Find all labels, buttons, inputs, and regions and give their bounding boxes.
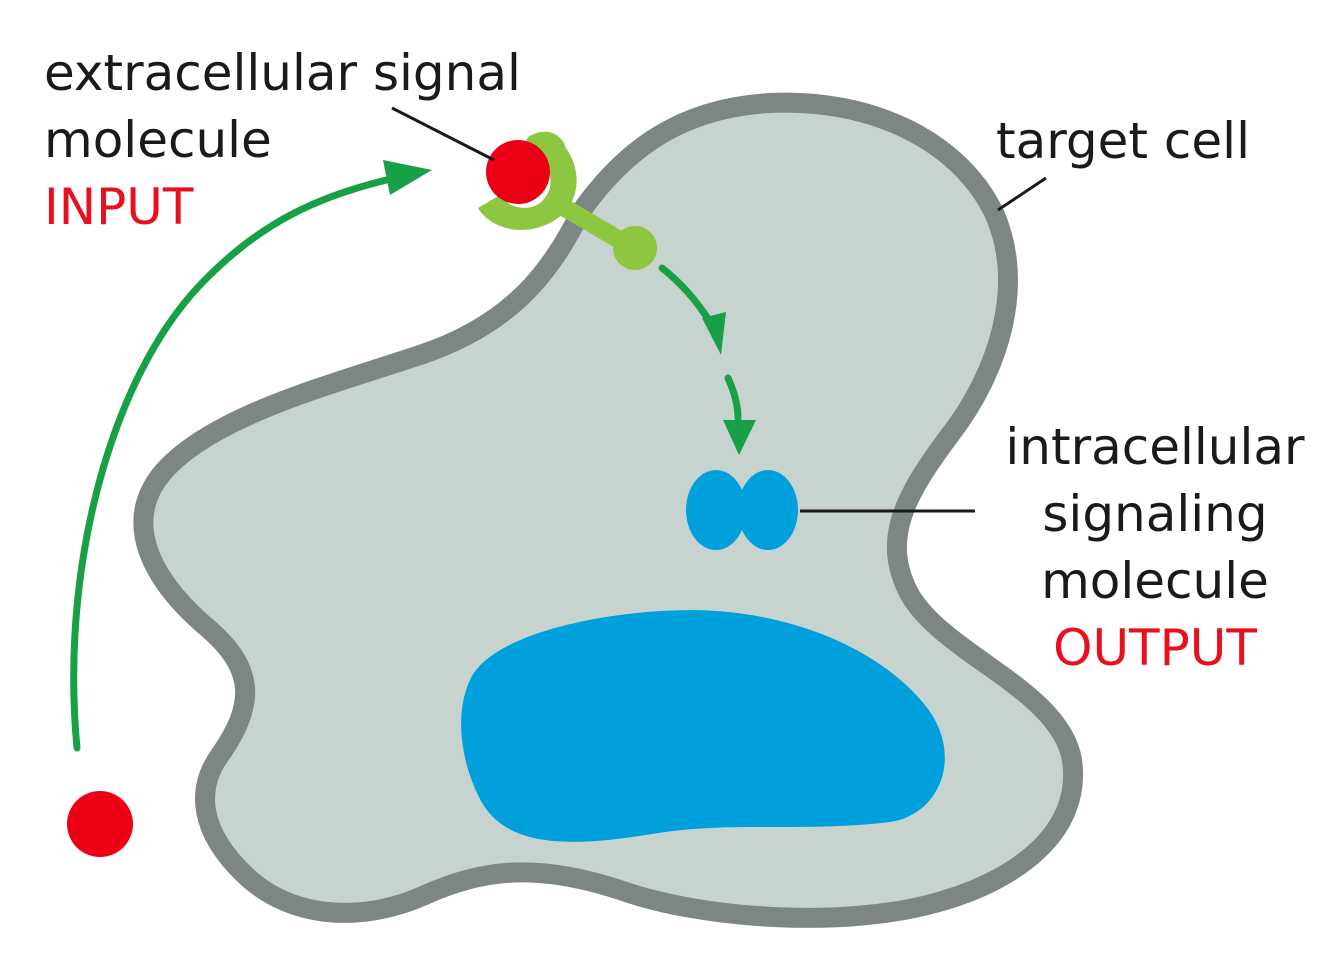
nucleus	[461, 610, 945, 842]
signal-travel-arrow	[70, 160, 432, 752]
intracellular-label-line3: molecule	[1041, 552, 1269, 610]
extracellular-leader-line	[391, 106, 495, 162]
extracellular-label-line2: molecule	[44, 111, 272, 169]
signal-pathway-arrows	[658, 264, 756, 455]
target-cell-leader-line	[997, 176, 1047, 212]
intracellular-label-line1: intracellular	[1005, 418, 1305, 476]
intracellular-label-line2: signaling	[1042, 485, 1267, 543]
free-signal-molecule	[67, 791, 133, 857]
bound-signal-molecule	[486, 140, 550, 204]
intracellular-signaling-molecule	[686, 470, 798, 550]
receptor	[478, 131, 657, 270]
input-label: INPUT	[44, 178, 194, 236]
extracellular-label-line1: extracellular signal	[44, 44, 521, 102]
output-label: OUTPUT	[1053, 619, 1257, 677]
target-cell-label: target cell	[996, 112, 1250, 170]
